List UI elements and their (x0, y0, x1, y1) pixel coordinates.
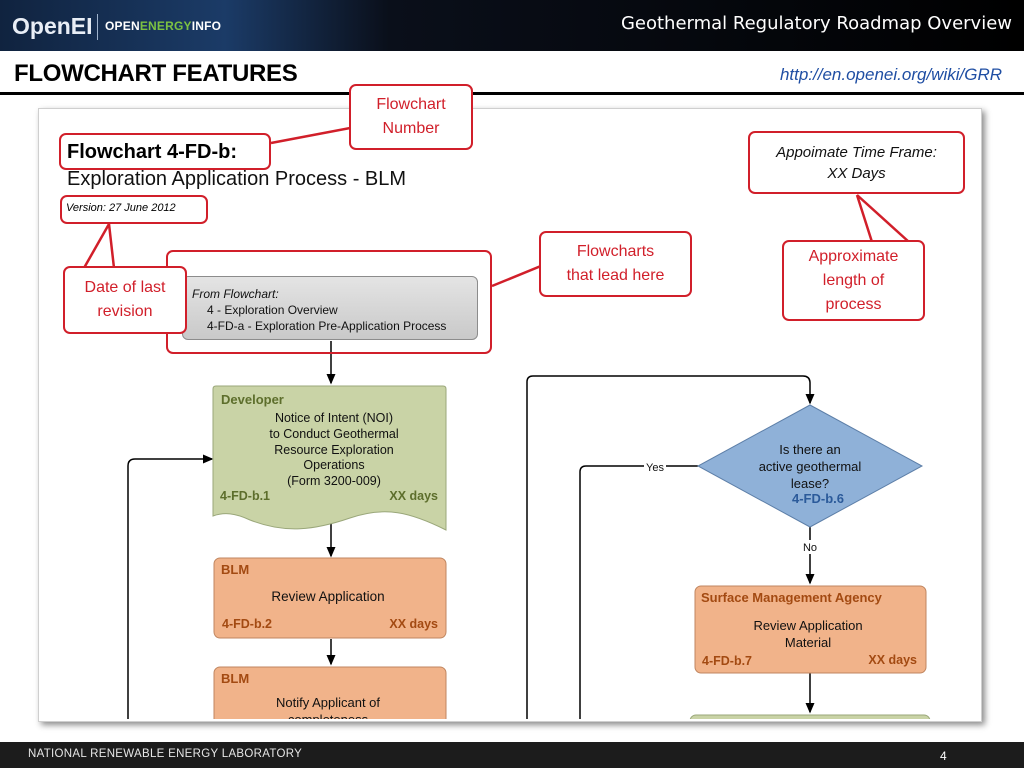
callout-pointer-date-revision (82, 223, 116, 269)
sma-line-2: Material (785, 635, 831, 650)
notify-line-1: Notify Applicant of (276, 695, 380, 710)
highlight-version (60, 195, 208, 224)
heading-divider (0, 92, 1024, 95)
logo-sub-open: OPEN (105, 19, 140, 33)
time-frame-label: Appoimate Time Frame: (776, 143, 937, 161)
decision-line-1: Is there an (779, 442, 840, 457)
from-flowchart-item: 4-FD-a - Exploration Pre-Application Pro… (207, 319, 447, 333)
developer-line-4: Operations (303, 458, 364, 472)
callout-approx-length: Approximate length of process (782, 240, 925, 321)
flowchart-version: Version: 27 June 2012 (66, 202, 176, 214)
openei-logo: OpenEI (12, 13, 93, 39)
yes-branch-line (579, 465, 644, 719)
flowchart-number-title: Flowchart 4-FD-b: (67, 141, 237, 163)
review-box-shape (213, 557, 447, 639)
callout-pointer-length (855, 194, 910, 243)
callout-text-line: Flowcharts (576, 243, 655, 260)
time-frame-box: Appoimate Time Frame: XX Days (748, 131, 965, 194)
decision-step-id: 4-FD-b.6 (792, 491, 844, 506)
callout-text-line: that lead here (566, 267, 665, 284)
developer-role: Developer (221, 392, 284, 407)
loop-arrow-to-developer (127, 454, 214, 719)
logo-sub-info: INFO (191, 19, 222, 33)
sma-box-shape (694, 585, 927, 674)
slide-page-number: 4 (940, 749, 947, 763)
callout-text-line: length of (822, 271, 885, 289)
callout-text-line: Flowchart (376, 96, 446, 113)
callout-text-line: revision (97, 303, 153, 320)
developer-box-shape (212, 385, 447, 531)
next-box-partial (689, 714, 931, 719)
developer-line-1: Notice of Intent (NOI) (275, 411, 393, 425)
arrow-to-decision (526, 375, 815, 719)
notify-line-2: completeness (288, 712, 369, 727)
time-frame-value: XX Days (827, 164, 886, 182)
sma-role: Surface Management Agency (701, 590, 883, 605)
callout-text-line: Date of last (84, 279, 166, 296)
review-role: BLM (221, 562, 249, 577)
developer-line-5: (Form 3200-009) (287, 474, 381, 488)
developer-duration: XX days (389, 489, 438, 503)
presentation-title: Geothermal Regulatory Roadmap Overview (620, 13, 1012, 34)
callout-text-line: process (825, 295, 882, 313)
openenergyinfo-logo-text: OPENENERGYINFO (105, 19, 221, 33)
callout-pointer-lead-here (491, 264, 547, 288)
decision-diamond (696, 404, 924, 528)
decision-line-3: lease? (791, 476, 829, 491)
from-flowchart-box: From Flowchart: 4 - Exploration Overview… (182, 276, 478, 340)
callout-date-revision: Date of last revision (63, 266, 187, 334)
callout-text-line: Approximate (808, 247, 899, 265)
sma-step-id: 4-FD-b.7 (702, 654, 752, 668)
from-flowchart-item: 4 - Exploration Overview (207, 303, 338, 317)
slide-title: FLOWCHART FEATURES (14, 60, 298, 87)
developer-line-2: to Conduct Geothermal (269, 427, 398, 441)
sma-duration: XX days (868, 653, 917, 667)
wiki-link[interactable]: http://en.openei.org/wiki/GRR (779, 65, 1002, 84)
notify-role: BLM (221, 671, 249, 686)
review-duration: XX days (389, 617, 438, 631)
top-banner (0, 0, 1024, 51)
callout-lead-here: Flowcharts that lead here (539, 231, 692, 297)
sma-line-1: Review Application (753, 618, 862, 633)
yes-label: Yes (646, 462, 664, 474)
review-text: Review Application (271, 589, 384, 604)
highlight-flowchart-number (59, 133, 271, 170)
callout-text-line: Number (382, 120, 440, 137)
logo-divider (97, 14, 98, 40)
developer-step-id: 4-FD-b.1 (220, 489, 270, 503)
notify-box-shape (213, 666, 447, 719)
developer-line-3: Resource Exploration (274, 443, 394, 457)
decision-line-2: active geothermal (759, 459, 862, 474)
review-step-id: 4-FD-b.2 (222, 617, 272, 631)
footer-bar (0, 742, 1024, 768)
flowchart-subtitle: Exploration Application Process - BLM (67, 168, 407, 190)
logo-sub-energy: ENERGY (139, 19, 192, 33)
from-flowchart-label: From Flowchart: (192, 287, 279, 301)
no-label: No (803, 542, 817, 554)
footer-organization: NATIONAL RENEWABLE ENERGY LABORATORY (28, 748, 303, 760)
